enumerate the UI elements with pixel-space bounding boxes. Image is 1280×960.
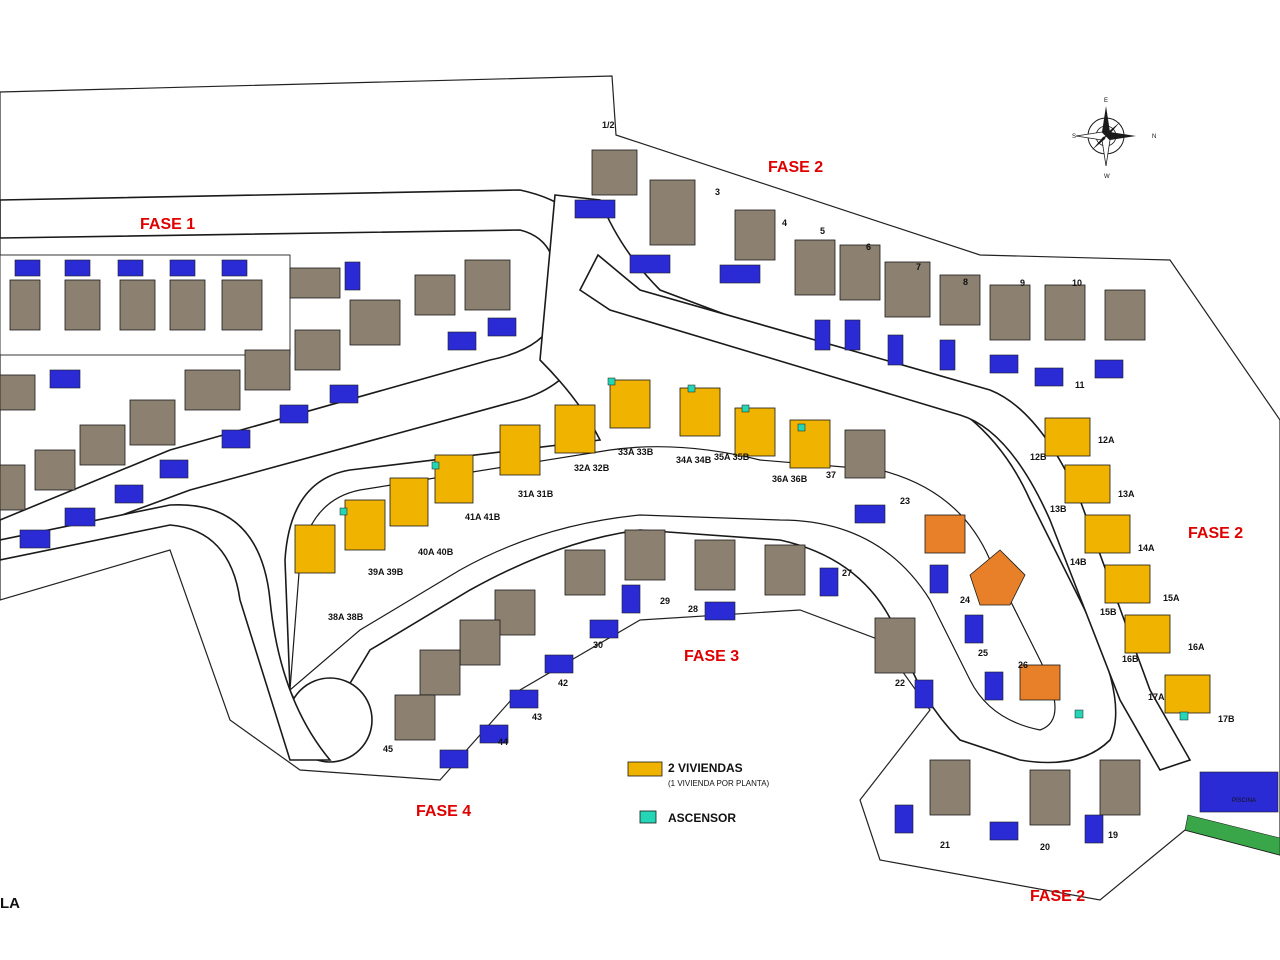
fase-3-lots	[294, 377, 1084, 719]
lot-11: 11	[1075, 380, 1085, 390]
phase-label-fase-2-right: FASE 2	[1188, 525, 1243, 542]
road-lower-left	[0, 504, 332, 761]
lot-7: 7	[916, 262, 921, 272]
pool-label: PISCINA	[1232, 798, 1256, 804]
phase-label-fase-2-top: FASE 2	[768, 159, 823, 176]
lot-8: 8	[963, 277, 968, 287]
lot-13b: 13B	[1050, 504, 1067, 514]
lot-41: 41A 41B	[465, 512, 501, 522]
fase-2-right-lots	[1044, 417, 1280, 856]
lot-30: 30	[593, 640, 603, 650]
phase-label-fase-3: FASE 3	[684, 648, 739, 665]
lot-34: 34A 34B	[676, 455, 712, 465]
phase-label-fase-4: FASE 4	[416, 803, 471, 820]
lot-29: 29	[660, 596, 670, 606]
legend-elevator-label: ASCENSOR	[668, 811, 736, 825]
lot-4: 4	[782, 218, 787, 228]
legend: 2 VIVIENDAS (1 VIVIENDA POR PLANTA) ASCE…	[627, 761, 770, 825]
lot-25: 25	[978, 648, 988, 658]
compass-rose: N S E W	[1072, 98, 1156, 180]
phase-label-fase-1: FASE 1	[140, 216, 195, 233]
road-upper-right	[578, 253, 1192, 771]
lot-22: 22	[895, 678, 905, 688]
legend-duplex-sublabel: (1 VIVIENDA POR PLANTA)	[668, 779, 770, 788]
lot-27: 27	[842, 568, 852, 578]
lot-6: 6	[866, 242, 871, 252]
lot-17b: 17B	[1218, 714, 1235, 724]
lot-5: 5	[820, 226, 825, 236]
lot-15b: 15B	[1100, 607, 1117, 617]
legend-duplex-label: 2 VIVIENDAS	[668, 761, 743, 775]
fase-4-lots	[394, 589, 574, 769]
lot-12a: 12A	[1098, 435, 1115, 445]
corner-text: LA	[0, 895, 20, 912]
lot-17a: 17A	[1148, 692, 1165, 702]
phase-label-fase-2-bottom: FASE 2	[1030, 888, 1085, 905]
lot-12b: 12B	[1030, 452, 1047, 462]
compass-w: W	[1104, 174, 1110, 180]
lot-20: 20	[1040, 842, 1050, 852]
lot-13a: 13A	[1118, 489, 1135, 499]
lot-36: 36A 36B	[772, 474, 808, 484]
fase-2-bottom-lots	[894, 759, 1141, 844]
lot-44: 44	[498, 737, 508, 747]
lot-32: 32A 32B	[574, 463, 610, 473]
lot-3: 3	[715, 187, 720, 197]
lot-numbers: 1/2 3 4 5 6 7 8 9 10 11 12A 12B 13A 13B …	[328, 120, 1235, 852]
lot-31: 31A 31B	[518, 489, 554, 499]
lot-43: 43	[532, 712, 542, 722]
lot-28: 28	[688, 604, 698, 614]
lot-1-2: 1/2	[602, 120, 615, 130]
fase-2-top-lots	[574, 149, 1146, 387]
legend-duplex-swatch	[627, 761, 663, 777]
lot-45: 45	[383, 744, 393, 754]
lot-15a: 15A	[1163, 593, 1180, 603]
lot-14b: 14B	[1070, 557, 1087, 567]
compass-n: N	[1152, 134, 1156, 140]
legend-elevator-swatch	[639, 810, 657, 824]
lot-24: 24	[960, 595, 970, 605]
lot-10: 10	[1072, 278, 1082, 288]
compass-s: S	[1072, 134, 1076, 140]
lot-19: 19	[1108, 830, 1118, 840]
lot-16a: 16A	[1188, 642, 1205, 652]
lot-16b: 16B	[1122, 654, 1139, 664]
compass-e: E	[1104, 98, 1108, 104]
lot-39: 39A 39B	[368, 567, 404, 577]
lot-35: 35A 35B	[714, 452, 750, 462]
lot-42: 42	[558, 678, 568, 688]
lot-37: 37	[826, 470, 836, 480]
lot-23: 23	[900, 496, 910, 506]
lot-9: 9	[1020, 278, 1025, 288]
fase-1-lots	[0, 254, 517, 549]
green-strip	[1184, 814, 1280, 856]
lot-40: 40A 40B	[418, 547, 454, 557]
lot-33: 33A 33B	[618, 447, 654, 457]
lot-14a: 14A	[1138, 543, 1155, 553]
lot-21: 21	[940, 840, 950, 850]
lot-38: 38A 38B	[328, 612, 364, 622]
lot-26: 26	[1018, 660, 1028, 670]
